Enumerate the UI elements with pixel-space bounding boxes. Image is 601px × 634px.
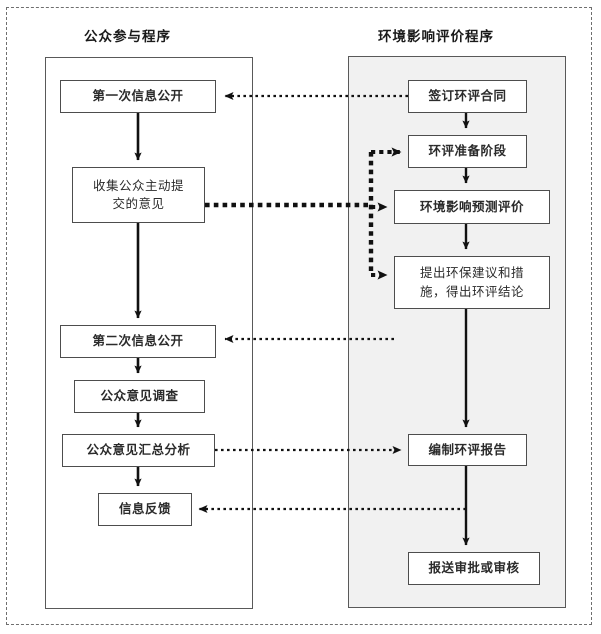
node-opinion-analysis[interactable]: 公众意见汇总分析 [62, 434, 215, 467]
node-first-disclosure[interactable]: 第一次信息公开 [60, 80, 216, 113]
node-label: 环境影响预测评价 [419, 198, 524, 214]
node-eia-conclusion[interactable]: 提出环保建议和措施，得出环评结论 [394, 256, 550, 309]
node-compile-eia-report[interactable]: 编制环评报告 [408, 434, 527, 466]
node-label: 编制环评报告 [428, 441, 507, 457]
node-submit-for-approval[interactable]: 报送审批或审核 [408, 552, 540, 585]
node-label: 交的意见 [112, 196, 165, 211]
node-impact-prediction[interactable]: 环境影响预测评价 [394, 190, 550, 224]
node-label: 报送审批或审核 [428, 560, 520, 576]
node-collect-opinions[interactable]: 收集公众主动提交的意见 [72, 167, 205, 223]
node-label: 提出环保建议和措 [419, 265, 524, 281]
lane-title-eia-procedure: 环境影响评价程序 [378, 29, 494, 45]
node-label: 签订环评合同 [428, 88, 507, 104]
node-label: 第一次信息公开 [92, 88, 184, 104]
node-label: 施，得出环评结论 [419, 283, 524, 299]
node-label: 信息反馈 [118, 501, 171, 517]
node-sign-eia-contract[interactable]: 签订环评合同 [408, 80, 527, 113]
node-label: 公众意见调查 [100, 388, 179, 404]
node-label: 公众意见汇总分析 [86, 442, 191, 458]
node-opinion-survey[interactable]: 公众意见调查 [74, 380, 205, 413]
page-border [6, 7, 592, 625]
node-information-feedback[interactable]: 信息反馈 [98, 493, 192, 526]
node-label: 收集公众主动提 [92, 177, 184, 193]
node-label: 环评准备阶段 [428, 143, 507, 159]
node-eia-preparation[interactable]: 环评准备阶段 [408, 135, 527, 168]
node-second-disclosure[interactable]: 第二次信息公开 [60, 325, 216, 358]
lane-title-public-participation: 公众参与程序 [84, 29, 171, 45]
node-label: 第二次信息公开 [92, 333, 184, 349]
